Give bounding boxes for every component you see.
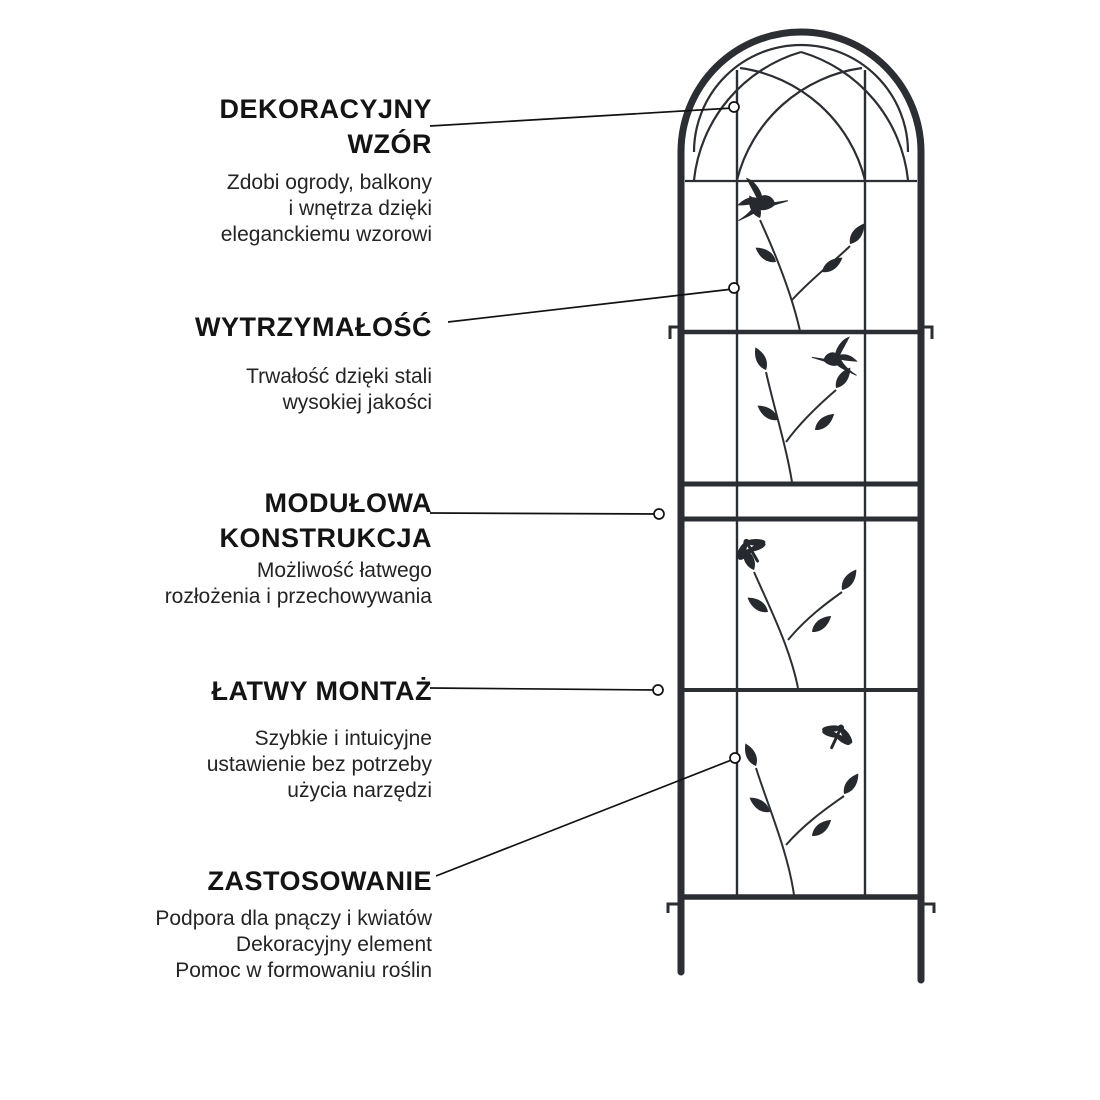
callout-marker-1	[728, 101, 740, 113]
callout-marker-2	[728, 282, 740, 294]
feature-title-dekoracyjny-wzor: DEKORACYJNY WZÓR	[219, 94, 432, 159]
callout-line-3	[429, 512, 659, 515]
callout-line-2	[447, 288, 734, 323]
feature-title-latwy-montaz: ŁATWY MONTAŻ	[211, 676, 432, 706]
dragonfly-icon	[814, 716, 860, 757]
callout-lines	[429, 107, 735, 877]
callout-marker-5	[729, 752, 741, 764]
feature-title-wytrzymalosc: WYTRZYMAŁOŚĆ	[195, 312, 432, 342]
leaf-icon	[751, 345, 771, 373]
leaf-icon	[744, 593, 771, 616]
arch-tracery	[685, 43, 917, 183]
callout-marker-4	[652, 684, 664, 696]
mounting-clips	[666, 325, 936, 913]
callout-markers	[652, 101, 741, 764]
vines	[753, 219, 851, 896]
feature-desc-dekoracyjny-wzor: Zdobi ogrody, balkony i wnętrza dzięki e…	[220, 171, 432, 246]
rails	[684, 329, 918, 900]
callout-line-5	[435, 758, 735, 877]
trellis	[666, 28, 936, 984]
hummingbird-icon	[738, 178, 789, 222]
feature-desc-zastosowanie: Podpora dla pnączy i kwiatów Dekoracyjny…	[155, 907, 432, 982]
feature-title-zastosowanie: ZASTOSOWANIE	[207, 866, 432, 896]
callout-line-1	[429, 107, 734, 127]
leaf-icon	[838, 566, 861, 593]
leaf-icon	[840, 770, 863, 797]
leaf-icon	[741, 741, 761, 769]
callout-marker-3	[653, 508, 665, 520]
feature-desc-modulowa-konstrukcja: Możliwość łatwego rozłożenia i przechowy…	[164, 559, 432, 608]
leaf-icon	[819, 253, 846, 276]
callout-line-4	[429, 687, 658, 691]
feature-desc-wytrzymalosc: Trwałość dzięki stali wysokiej jakości	[246, 365, 432, 414]
leaf-icon	[811, 410, 838, 434]
trellis-frame	[677, 28, 925, 984]
feature-title-modulowa-konstrukcja: MODUŁOWA KONSTRUKCJA	[219, 488, 432, 553]
feature-desc-latwy-montaz: Szybkie i intuicyjne ustawienie bez potr…	[206, 727, 432, 802]
